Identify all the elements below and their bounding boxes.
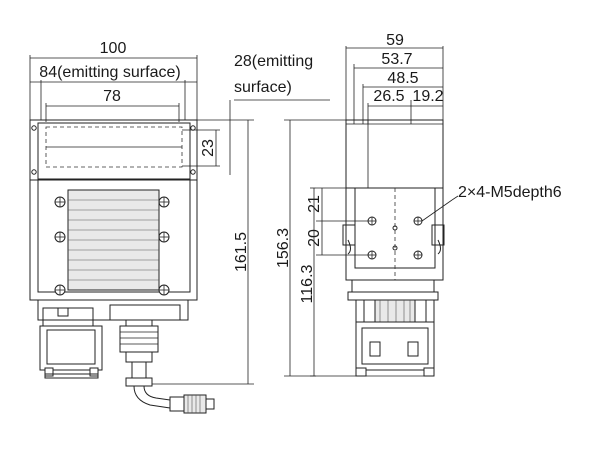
body-screws	[54, 196, 170, 296]
connector-cable	[119, 319, 215, 414]
mount-bracket	[39, 307, 103, 379]
dim-28-label-line2: surface)	[234, 79, 292, 96]
side-head	[345, 119, 444, 191]
dim-161-5: 161.5	[152, 119, 254, 385]
dim-23-label: 23	[200, 139, 217, 157]
dim-116-3: 116.3	[299, 187, 316, 377]
dim-84-label: 84(emitting surface)	[39, 64, 180, 81]
dim-21-label: 21	[306, 195, 323, 213]
dim-84: 84(emitting surface)	[30, 64, 197, 120]
dim-48-5-label: 48.5	[387, 70, 418, 87]
dim-26-5-label: 26.5	[373, 88, 404, 105]
dim-156-3: 156.3	[275, 119, 356, 377]
dim-78-label: 78	[103, 88, 121, 105]
dim-78: 78	[45, 88, 180, 122]
front-view: 100 84(emitting surface) 78	[29, 40, 254, 414]
dim-100: 100	[29, 40, 198, 120]
thread-holes	[367, 216, 423, 260]
side-lower-bracket	[347, 279, 439, 377]
dim-23: 23	[182, 129, 220, 167]
dim-26-5-19-2: 26.5 19.2	[367, 88, 444, 124]
head-screws	[31, 125, 196, 175]
light-head-inner	[37, 122, 191, 180]
dim-100-label: 100	[100, 40, 127, 57]
dim-59-label: 59	[386, 32, 404, 49]
dim-116-3-label: 116.3	[299, 264, 316, 303]
dim-53-7-label: 53.7	[381, 51, 412, 68]
dim-28-label-line1: 28(emitting	[234, 53, 313, 70]
dim-28-emitting: 28(emitting surface)	[229, 53, 330, 175]
light-head-outline	[29, 119, 198, 181]
side-mount-block	[345, 187, 444, 281]
dim-156-3-label: 156.3	[275, 228, 292, 268]
dim-19-2-label: 19.2	[412, 88, 443, 105]
dim-48-5: 48.5	[362, 70, 443, 124]
dim-21-20: 21 20	[306, 187, 368, 256]
thread-callout-label: 2×4-M5depth6	[458, 184, 562, 201]
dim-53-7: 53.7	[353, 51, 443, 124]
side-view: 28(emitting surface) 59 53.7 48.5 26.5	[229, 32, 562, 377]
dim-20-label: 20	[306, 229, 323, 247]
heatsink-fins	[67, 189, 160, 291]
dim-59: 59	[345, 32, 444, 124]
dim-161-5-label: 161.5	[233, 232, 250, 272]
thread-callout: 2×4-M5depth6	[421, 184, 562, 222]
main-body-inner	[37, 180, 191, 293]
